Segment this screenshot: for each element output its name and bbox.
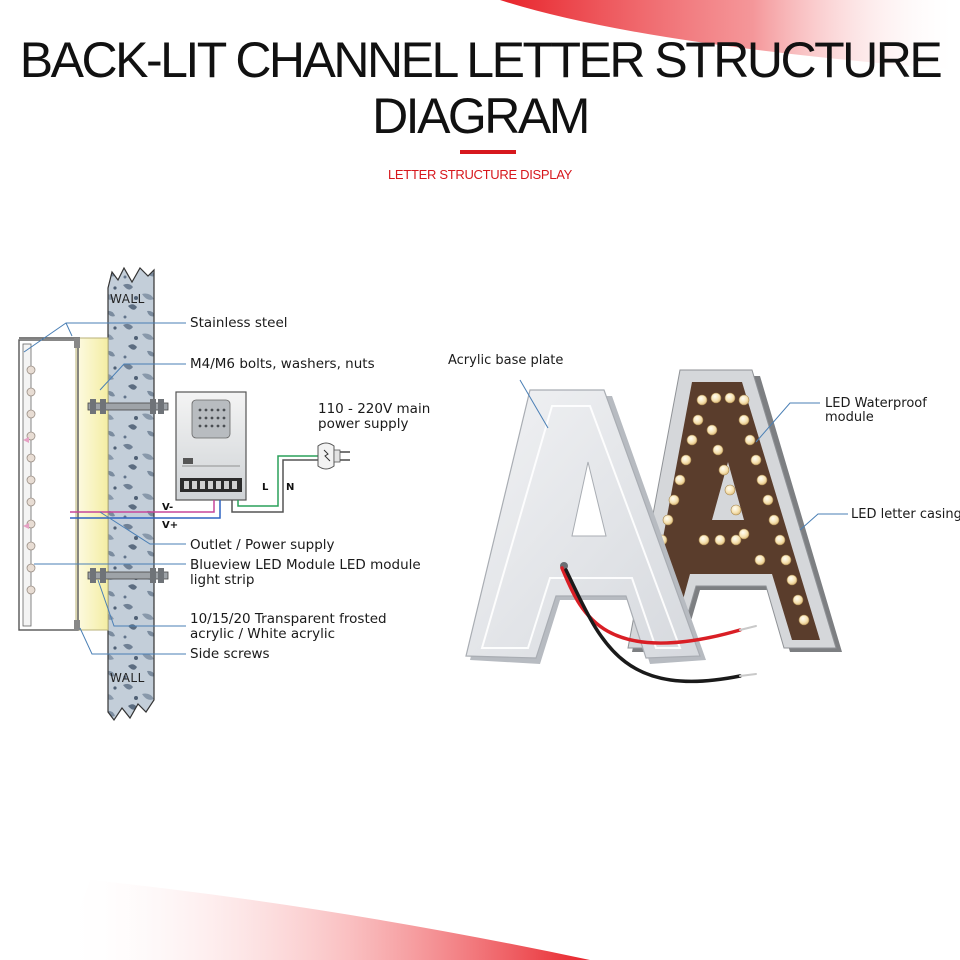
wire-label-v-plus: V+: [162, 520, 178, 531]
section-leader-lines: [23, 322, 186, 655]
acrylic-panel: [75, 337, 109, 631]
callout-acrylic-base: Acrylic base plate: [448, 353, 564, 368]
callout-mains-line-1: 110 - 220V main: [318, 401, 431, 417]
wire-label-v-minus: V-: [162, 502, 173, 513]
callout-led-waterproof-line-2: module: [825, 410, 874, 425]
side-screw-top: [74, 338, 80, 348]
wall-label-top: WALL: [110, 292, 145, 306]
callout-side-screws: Side screws: [190, 646, 270, 662]
callout-acrylic-line-1: 10/15/20 Transparent frosted: [190, 611, 387, 627]
title-underline: [460, 150, 516, 154]
callout-mains-line-2: power supply: [318, 416, 409, 432]
stainless-frame: [18, 339, 79, 631]
side-screw-bottom: [74, 620, 80, 630]
callout-bolts: M4/M6 bolts, washers, nuts: [190, 356, 375, 372]
psu-vent-grille: [191, 399, 231, 439]
page-subtitle: LETTER STRUCTURE DISPLAY: [388, 167, 572, 182]
letter-a-acrylic-face: [465, 389, 706, 664]
callout-letter-casing: LED letter casing: [851, 507, 960, 522]
wire-label-live: L: [262, 482, 269, 493]
wall-label-bottom: WALL: [110, 671, 145, 685]
callout-acrylic-line-2: acrylic / White acrylic: [190, 626, 335, 642]
mounting-bolt-bottom: [87, 568, 169, 583]
mounting-bolt-top: [87, 399, 169, 414]
power-cables: [560, 566, 757, 684]
page-title-line-2: DIAGRAM: [372, 88, 590, 144]
top-swoosh: [500, 0, 960, 70]
power-supply-unit: [175, 391, 247, 501]
power-wiring: [205, 455, 320, 519]
led-strip-bulbs: [23, 365, 36, 595]
letter-a-led-casing: [627, 369, 842, 652]
callout-stainless-steel: Stainless steel: [190, 315, 288, 331]
page-title-line-1: BACK-LIT CHANNEL LETTER STRUCTURE: [19, 32, 943, 88]
callout-led-module-line-1: Blueview LED Module LED module: [190, 557, 421, 573]
wall: [107, 266, 155, 722]
mains-plug-icon: [317, 442, 350, 470]
bottom-swoosh: [60, 880, 590, 960]
letter-leader-lines: [519, 379, 848, 531]
led-waterproof-modules: [646, 392, 810, 626]
callout-led-waterproof-line-1: LED Waterproof: [825, 396, 927, 411]
steel-face-strip: [22, 343, 32, 627]
callout-led-module-line-2: light strip: [190, 572, 255, 588]
callout-outlet: Outlet / Power supply: [190, 537, 335, 553]
wire-label-neutral: N: [286, 482, 294, 493]
